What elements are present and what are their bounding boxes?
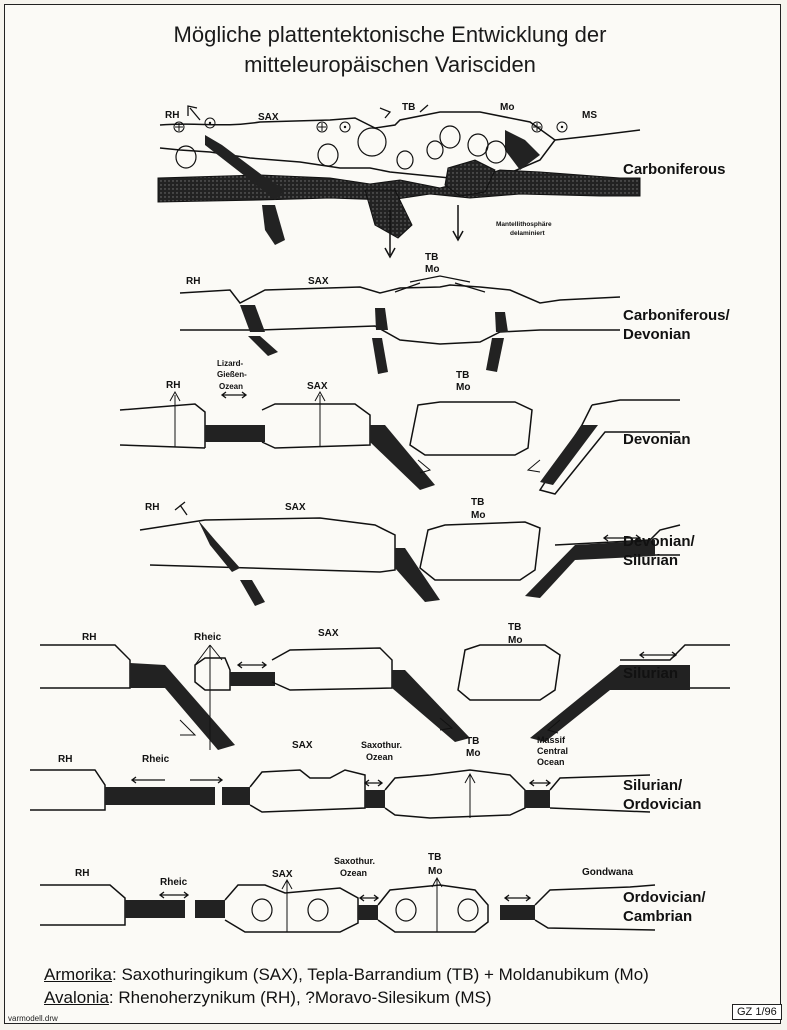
label-gondwana: Gondwana bbox=[582, 867, 634, 878]
title-line-2: mitteleuropäischen Varisciden bbox=[244, 52, 536, 77]
label-lizard-line2: Gießen- bbox=[217, 370, 247, 379]
stage-label-devonian: Devonian bbox=[623, 431, 691, 448]
label-mantle-line1: Mantellithosphäre bbox=[496, 221, 552, 228]
label-tb-1: TB bbox=[402, 102, 415, 113]
label-sax-7: SAX bbox=[272, 869, 293, 880]
label-tb-3: TB bbox=[456, 370, 469, 381]
label-mo-6: Mo bbox=[466, 748, 480, 759]
label-rh-2: RH bbox=[186, 276, 200, 287]
label-tb-7: TB bbox=[428, 852, 441, 863]
stage-ordovician-cambrian-section: RH Rheic SAX Saxothur. Ozean TB Mo Gondw… bbox=[40, 852, 656, 933]
figure-frame bbox=[4, 4, 781, 1024]
stage-carboniferous-devonian-section: RH SAX TB Mo bbox=[179, 252, 621, 374]
label-mo-4: Mo bbox=[471, 510, 485, 521]
title-line-1: Mögliche plattentektonische Entwicklung … bbox=[173, 22, 607, 47]
label-rheic-7: Rheic bbox=[160, 877, 188, 888]
label-rh-1: RH bbox=[165, 110, 179, 121]
label-sax-5: SAX bbox=[318, 628, 339, 639]
stage-label-silurian: Silurian bbox=[623, 665, 679, 682]
label-sax-4: SAX bbox=[285, 502, 306, 513]
stage-devonian-section: RH Lizard- Gießen- Ozean SAX TB Mo bbox=[119, 359, 680, 495]
label-sax-2: SAX bbox=[308, 276, 329, 287]
label-rh-7: RH bbox=[75, 868, 89, 879]
divergence-arrows bbox=[130, 391, 678, 902]
label-sax-1: SAX bbox=[258, 112, 279, 123]
stage-silurian-ordovician-section: RH Rheic SAX Saxothur. Ozean TB Mo Massi… bbox=[30, 735, 651, 819]
label-mo-2: Mo bbox=[425, 264, 439, 275]
legend-armorika-term: Armorika bbox=[44, 965, 113, 984]
label-rheic-5: Rheic bbox=[194, 632, 222, 643]
label-mo-3: Mo bbox=[456, 382, 470, 393]
label-tb-2: TB bbox=[425, 252, 438, 263]
label-mantle-line2: delaminiert bbox=[510, 230, 546, 237]
label-mo-5: Mo bbox=[508, 635, 522, 646]
label-ms-1: MS bbox=[582, 110, 597, 121]
label-lizard-line1: Lizard- bbox=[217, 359, 244, 368]
stage-label-carboniferous: Carboniferous bbox=[623, 161, 726, 178]
label-tb-6: TB bbox=[466, 736, 479, 747]
stage-label-devonian-silurian: Devonian/ Silurian bbox=[623, 533, 695, 569]
footer-code-box: GZ 1/96 bbox=[732, 1004, 782, 1020]
label-tb-4: TB bbox=[471, 497, 484, 508]
stage-label-carboniferous-devonian: Carboniferous/ Devonian bbox=[623, 307, 730, 343]
label-tb-5: TB bbox=[508, 622, 521, 633]
footer-filename: varmodell.drw bbox=[8, 1014, 58, 1023]
label-rh-3: RH bbox=[166, 380, 180, 391]
label-rheic-6: Rheic bbox=[142, 754, 170, 765]
label-sax-6: SAX bbox=[292, 740, 313, 751]
stage-carboniferous-section: RH SAX TB Mo MS Mantellithosphäre delami… bbox=[157, 102, 641, 259]
label-lizard-line3: Ozean bbox=[219, 382, 243, 391]
legend-avalonia: Avalonia: Rhenoherzynikum (RH), ?Moravo-… bbox=[44, 987, 492, 1009]
label-rh-5: RH bbox=[82, 632, 96, 643]
label-sax-3: SAX bbox=[307, 381, 328, 392]
label-rh-4: RH bbox=[145, 502, 159, 513]
legend-avalonia-text: : Rhenoherzynikum (RH), ?Moravo-Silesiku… bbox=[108, 988, 492, 1007]
stage-devonian-silurian-section: RH SAX TB Mo bbox=[139, 497, 681, 606]
label-saxothur-line1-6: Saxothur. bbox=[361, 740, 402, 750]
legend-armorika-text: : Saxothuringikum (SAX), Tepla-Barrandiu… bbox=[112, 965, 649, 984]
label-saxothur-line2-6: Ozean bbox=[366, 752, 393, 762]
legend-armorika: Armorika: Saxothuringikum (SAX), Tepla-B… bbox=[44, 964, 649, 986]
label-massif-line1: Massif bbox=[537, 735, 566, 745]
stage-silurian-section: RH Rheic SAX TB Mo bbox=[40, 622, 730, 750]
legend-avalonia-term: Avalonia bbox=[44, 988, 109, 1007]
label-massif-line3: Ocean bbox=[537, 757, 565, 767]
label-massif-line2: Central bbox=[537, 746, 568, 756]
label-saxothur-line1-7: Saxothur. bbox=[334, 856, 375, 866]
label-rh-6: RH bbox=[58, 754, 72, 765]
stage-label-silurian-ordovician: Silurian/ Ordovician bbox=[623, 777, 702, 813]
stage-label-ordovician-cambrian: Ordovician/ Cambrian bbox=[623, 889, 706, 925]
label-saxothur-line2-7: Ozean bbox=[340, 868, 367, 878]
label-mo-7: Mo bbox=[428, 866, 442, 877]
label-mo-1: Mo bbox=[500, 102, 514, 113]
